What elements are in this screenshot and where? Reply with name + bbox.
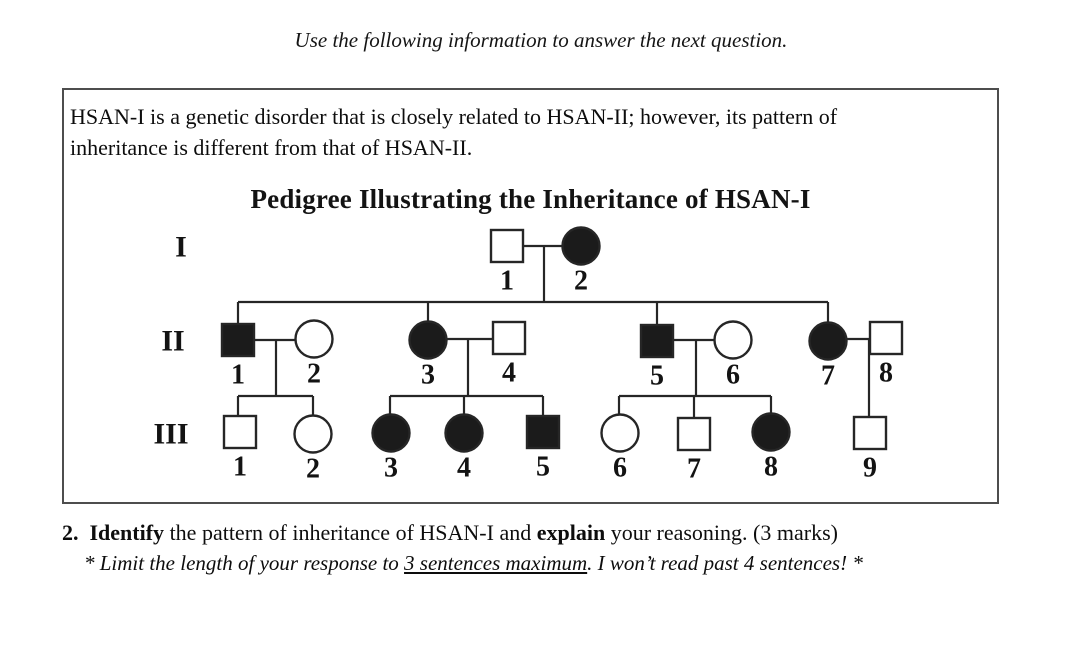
pedigree-individual-III-9 [852,415,888,451]
pedigree-individual-II-2 [294,319,334,359]
pedigree-individual-III-7 [676,416,712,452]
info-paragraph-line-2: inheritance is different from that of HS… [70,135,473,160]
pedigree-label-I-1: 1 [500,266,514,297]
pedigree-individual-III-8 [751,412,791,452]
pedigree-individual-II-8 [868,320,904,356]
pedigree-label-II-4: 4 [502,358,516,389]
question-note: * Limit the length of your response to 3… [84,551,863,576]
question-2: 2. Identify the pattern of inheritance of… [62,520,838,546]
pedigree-label-III-7: 7 [687,454,701,485]
info-box: HSAN-I is a genetic disorder that is clo… [62,88,999,504]
info-paragraph: HSAN-I is a genetic disorder that is clo… [70,101,837,163]
pedigree-label-III-6: 6 [613,453,627,484]
question-number: 2. [62,520,79,545]
pedigree-label-II-5: 5 [650,361,664,392]
pedigree-individual-II-6 [713,320,753,360]
question-note-start: * Limit the length of your response to [84,551,405,575]
pedigree-label-III-8: 8 [764,452,778,483]
pedigree-individual-II-3 [408,320,448,360]
pedigree-individual-III-6 [600,413,640,453]
pedigree-individual-III-5 [525,414,561,450]
pedigree-individual-III-3 [371,413,411,453]
pedigree-label-III-9: 9 [863,453,877,484]
question-text-explain: explain [536,520,606,545]
pedigree-label-II-3: 3 [421,360,435,391]
pedigree-label-II-8: 8 [879,358,893,389]
question-note-underlined: 3 sentences maximum [404,551,588,575]
question-text-identify: Identify [89,520,165,545]
pedigree-individual-I-1 [489,228,525,264]
pedigree-label-III-2: 2 [306,454,320,485]
pedigree-label-I-2: 2 [574,266,588,297]
info-paragraph-line-1: HSAN-I is a genetic disorder that is clo… [70,104,838,129]
pedigree-label-III-4: 4 [457,453,471,484]
pedigree-label-III-1: 1 [233,452,247,483]
pedigree-individual-II-1 [220,322,256,358]
pedigree-label-III-5: 5 [536,452,550,483]
generation-label-III: III [153,418,188,451]
pedigree-individual-II-5 [639,323,675,359]
pedigree-individual-I-2 [561,226,601,266]
question-text-end: your reasoning. (3 marks) [605,520,838,545]
instruction-header: Use the following information to answer … [294,28,788,52]
pedigree-individual-II-4 [491,320,527,356]
pedigree-title: Pedigree Illustrating the Inheritance of… [250,184,811,214]
pedigree-individual-III-1 [222,414,258,450]
generation-label-II: II [161,325,184,358]
pedigree-label-II-1: 1 [231,360,245,391]
pedigree-individual-III-4 [444,413,484,453]
pedigree-label-II-6: 6 [726,360,740,391]
pedigree-individual-II-7 [808,321,848,361]
pedigree-label-III-3: 3 [384,453,398,484]
generation-label-I: I [175,231,187,264]
pedigree-individual-III-2 [293,414,333,454]
pedigree-label-II-2: 2 [307,359,321,390]
question-note-end: . I won’t read past 4 sentences! * [587,551,863,575]
pedigree-label-II-7: 7 [821,361,835,392]
question-text-mid: the pattern of inheritance of HSAN-I and [164,520,537,545]
